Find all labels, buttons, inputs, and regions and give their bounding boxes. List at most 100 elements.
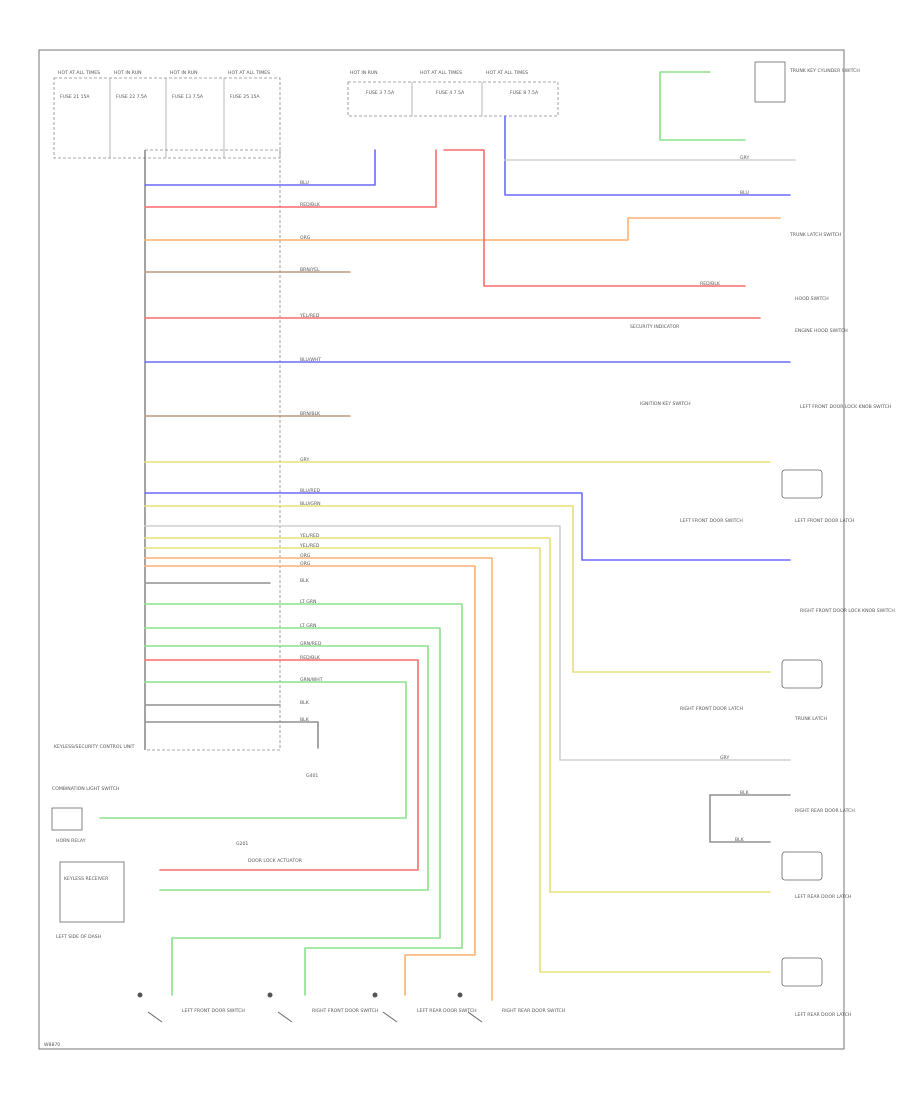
wire-label-11: YEL/RED bbox=[299, 543, 320, 549]
fuse-label-4: HOT AT ALL TIMES bbox=[228, 70, 270, 76]
top-fuse-label-2: HOT AT ALL TIMES bbox=[420, 70, 462, 76]
combination-light-switch-label: COMBINATION LIGHT SWITCH bbox=[52, 786, 119, 792]
switch-contact-2 bbox=[372, 992, 378, 998]
fuse-box-group-top: HOT IN RUN FUSE 3 7.5A HOT AT ALL TIMES … bbox=[347, 70, 559, 117]
wire-19 bbox=[99, 681, 407, 819]
fuse-sub-3: FUSE 13 7.5A bbox=[172, 94, 204, 100]
wire-label-9: BLU/GRN bbox=[300, 501, 321, 507]
switch-contact-1 bbox=[267, 992, 273, 998]
right-comp-8: LEFT FRONT DOOR SWITCH bbox=[680, 518, 743, 524]
receiver-label: KEYLESS RECEIVER bbox=[64, 876, 109, 882]
fuse-label-1: HOT AT ALL TIMES bbox=[58, 70, 100, 76]
top-fuse-sub-3: FUSE 8 7.5A bbox=[510, 90, 539, 96]
fuse-sub-4: FUSE 25 15A bbox=[230, 94, 260, 100]
wire-label-8: BLU/RED bbox=[300, 488, 320, 494]
right-comp-13-b: LEFT REAR DOOR LATCH bbox=[795, 1012, 851, 1018]
right-comp-12: RIGHT REAR DOOR LATCH bbox=[795, 808, 855, 814]
right-comp-0: TRUNK KEY CYLINDER SWITCH bbox=[789, 68, 860, 74]
right-comp-2: HOOD SWITCH bbox=[795, 296, 829, 302]
right-comp-3: ENGINE HOOD SWITCH bbox=[795, 328, 848, 334]
wire-label-20: BLK bbox=[300, 700, 310, 706]
wire-label-15: LT GRN bbox=[300, 599, 316, 605]
latch-boxes bbox=[781, 469, 823, 987]
switch-lever-3 bbox=[467, 1011, 483, 1023]
bottom-door-switches: LEFT FRONT DOOR SWITCH RIGHT FRONT DOOR S… bbox=[137, 992, 565, 1023]
wire-label-23: RED/BLK bbox=[700, 281, 721, 287]
wire-label-0: BLU bbox=[300, 180, 309, 186]
wire-label-12: ORG bbox=[300, 553, 311, 559]
fuse-sub-1: FUSE 21 15A bbox=[60, 94, 90, 100]
wire-label-17: GRN/RED bbox=[300, 641, 322, 647]
wire-25 bbox=[144, 525, 791, 761]
top-fuse-label-3: HOT AT ALL TIMES bbox=[486, 70, 528, 76]
right-comp-7: LEFT FRONT DOOR LATCH bbox=[795, 518, 855, 524]
wire-label-16: LT GRN bbox=[300, 623, 316, 629]
door-lock-motor-label: DOOR LOCK ACTUATOR bbox=[248, 858, 303, 864]
right-comp-10: RIGHT FRONT DOOR LATCH bbox=[680, 706, 743, 712]
fuse-box-group-left: HOT AT ALL TIMES FUSE 21 15A HOT IN RUN … bbox=[53, 70, 281, 159]
right-comp-5: IGNITION KEY SWITCH bbox=[640, 401, 691, 407]
wire-label-26: BLK bbox=[740, 790, 750, 796]
wire-2 bbox=[144, 217, 781, 241]
trunk-key-switch-box: TRUNK KEY CYLINDER SWITCH bbox=[659, 61, 860, 141]
fuse-label-2: HOT IN RUN bbox=[114, 70, 142, 76]
wire-label-1: RED/BLK bbox=[300, 202, 321, 208]
wire-label-3: BRN/YEL bbox=[300, 267, 320, 273]
switch-lever-2 bbox=[382, 1011, 398, 1023]
wire-label-25: GRY bbox=[720, 755, 729, 761]
right-comp-4: SECURITY INDICATOR bbox=[630, 324, 680, 330]
bottom-switch-label-3: RIGHT REAR DOOR SWITCH bbox=[502, 1008, 565, 1014]
ground-g401-label: G401 bbox=[306, 773, 318, 779]
control-unit: KEYLESS/SECURITY CONTROL UNIT bbox=[54, 149, 281, 751]
wire-12 bbox=[144, 557, 493, 1001]
wire-label-5: BLU/WHT bbox=[300, 357, 321, 363]
ground-g201-label: G201 bbox=[236, 841, 248, 847]
right-comp-13: LEFT REAR DOOR LATCH bbox=[795, 894, 851, 900]
right-comp-11: TRUNK LATCH bbox=[794, 716, 827, 722]
wire-label-27: BLK bbox=[735, 837, 745, 843]
wire-label-19: GRN/WHT bbox=[300, 677, 323, 683]
top-fuse-sub-2: FUSE 4 7.5A bbox=[436, 90, 465, 96]
wire-22 bbox=[504, 115, 791, 196]
switch-lever-0 bbox=[147, 1011, 163, 1023]
wire-15 bbox=[144, 603, 463, 996]
wire-1 bbox=[144, 149, 437, 208]
wire-label-24: GRY bbox=[740, 155, 749, 161]
wire-group: BLURED/BLKORGBRN/YELYEL/REDBLU/WHTBRN/BL… bbox=[99, 115, 796, 1001]
wire-10 bbox=[144, 537, 771, 893]
wire-23 bbox=[443, 149, 746, 287]
switch-contact-3 bbox=[457, 992, 463, 998]
wire-label-4: YEL/RED bbox=[299, 313, 320, 319]
wire-0 bbox=[144, 149, 376, 186]
wire-21 bbox=[144, 721, 319, 749]
wire-13 bbox=[144, 565, 476, 996]
receiver-sub-label: LEFT SIDE OF DASH bbox=[56, 934, 101, 940]
right-comp-6: LEFT FRONT DOOR LOCK KNOB SWITCH bbox=[800, 404, 891, 410]
bottom-switch-label-2: LEFT REAR DOOR SWITCH bbox=[417, 1008, 477, 1014]
wire-18 bbox=[144, 659, 419, 871]
top-fuse-sub-1: FUSE 3 7.5A bbox=[366, 90, 395, 96]
switch-contact-0 bbox=[137, 992, 143, 998]
right-component-labels: TRUNK LATCH SWITCH HOOD SWITCH ENGINE HOOD… bbox=[630, 232, 895, 1018]
wire-label-21: BLK bbox=[300, 717, 310, 723]
wire-label-10: YEL/RED bbox=[299, 533, 320, 539]
wire-label-18: RED/BLK bbox=[300, 655, 321, 661]
wire-16 bbox=[144, 627, 441, 996]
fuse-label-3: HOT IN RUN bbox=[170, 70, 198, 76]
wire-11 bbox=[144, 547, 771, 973]
diagram-frame bbox=[38, 49, 845, 1050]
bottom-switch-label-0: LEFT FRONT DOOR SWITCH bbox=[182, 1008, 245, 1014]
right-comp-1: TRUNK LATCH SWITCH bbox=[789, 232, 841, 238]
wire-label-22: BLU bbox=[740, 190, 749, 196]
fuse-sub-2: FUSE 22 7.5A bbox=[116, 94, 148, 100]
top-fuse-label-1: HOT IN RUN bbox=[350, 70, 378, 76]
control-unit-label: KEYLESS/SECURITY CONTROL UNIT bbox=[54, 744, 135, 750]
bottom-switch-label-1: RIGHT FRONT DOOR SWITCH bbox=[312, 1008, 378, 1014]
wire-label-14: BLK bbox=[300, 578, 310, 584]
horn-relay-label: HORN RELAY bbox=[56, 838, 86, 844]
switch-lever-1 bbox=[277, 1011, 293, 1023]
wire-27 bbox=[709, 794, 771, 843]
wire-9 bbox=[144, 505, 771, 673]
footer-code: W8870 bbox=[44, 1042, 60, 1048]
wire-8 bbox=[144, 492, 791, 561]
